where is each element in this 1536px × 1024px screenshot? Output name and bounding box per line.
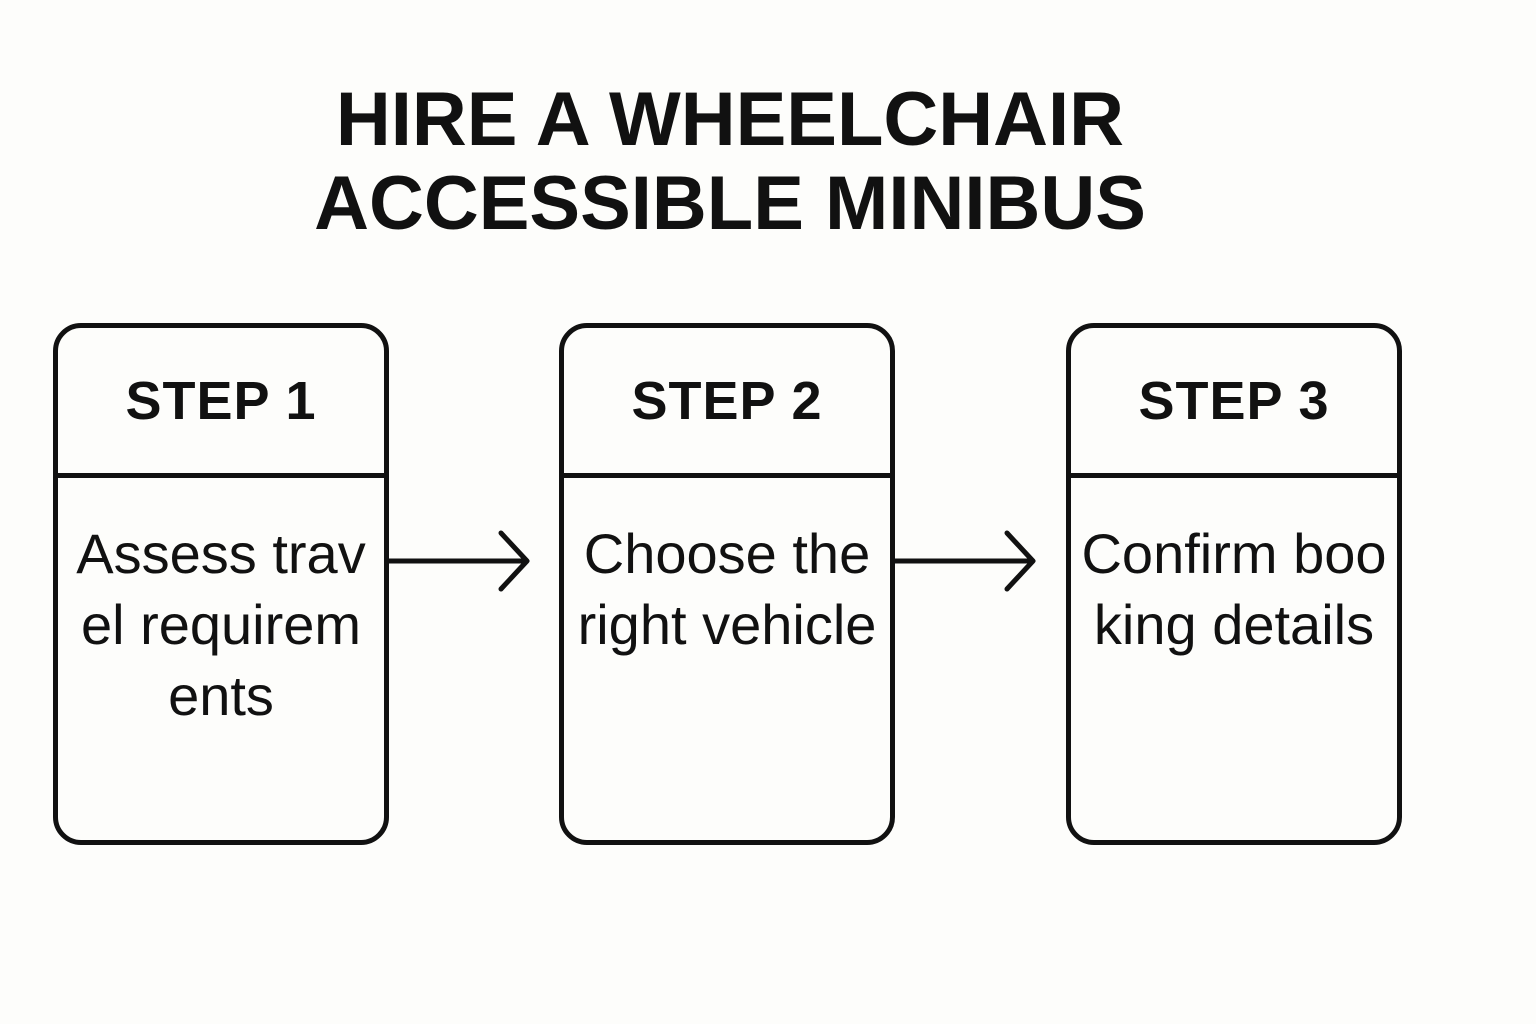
step-1-label: STEP 1 <box>58 328 384 478</box>
step-1-card: STEP 1 Assess travel requirements <box>53 323 389 845</box>
step-3-card: STEP 3 Confirm booking details <box>1066 323 1402 845</box>
step-1-text: Assess travel requirements <box>76 522 366 727</box>
arrow-right-icon <box>389 530 530 592</box>
title-line-1: HIRE A WHEELCHAIR <box>335 77 1125 162</box>
step-2-card: STEP 2 Choose the right vehicle <box>559 323 895 845</box>
step-2-label: STEP 2 <box>564 328 890 478</box>
step-3-label: STEP 3 <box>1071 328 1397 478</box>
step-3-text: Confirm booking details <box>1081 522 1387 656</box>
step-2-text: Choose the right vehicle <box>577 522 877 656</box>
title-line-2: ACCESSIBLE MINIBUS <box>314 161 1146 246</box>
arrow-right-icon <box>895 530 1036 592</box>
diagram-title: HIRE A WHEELCHAIR ACCESSIBLE MINIBUS <box>200 78 1260 246</box>
